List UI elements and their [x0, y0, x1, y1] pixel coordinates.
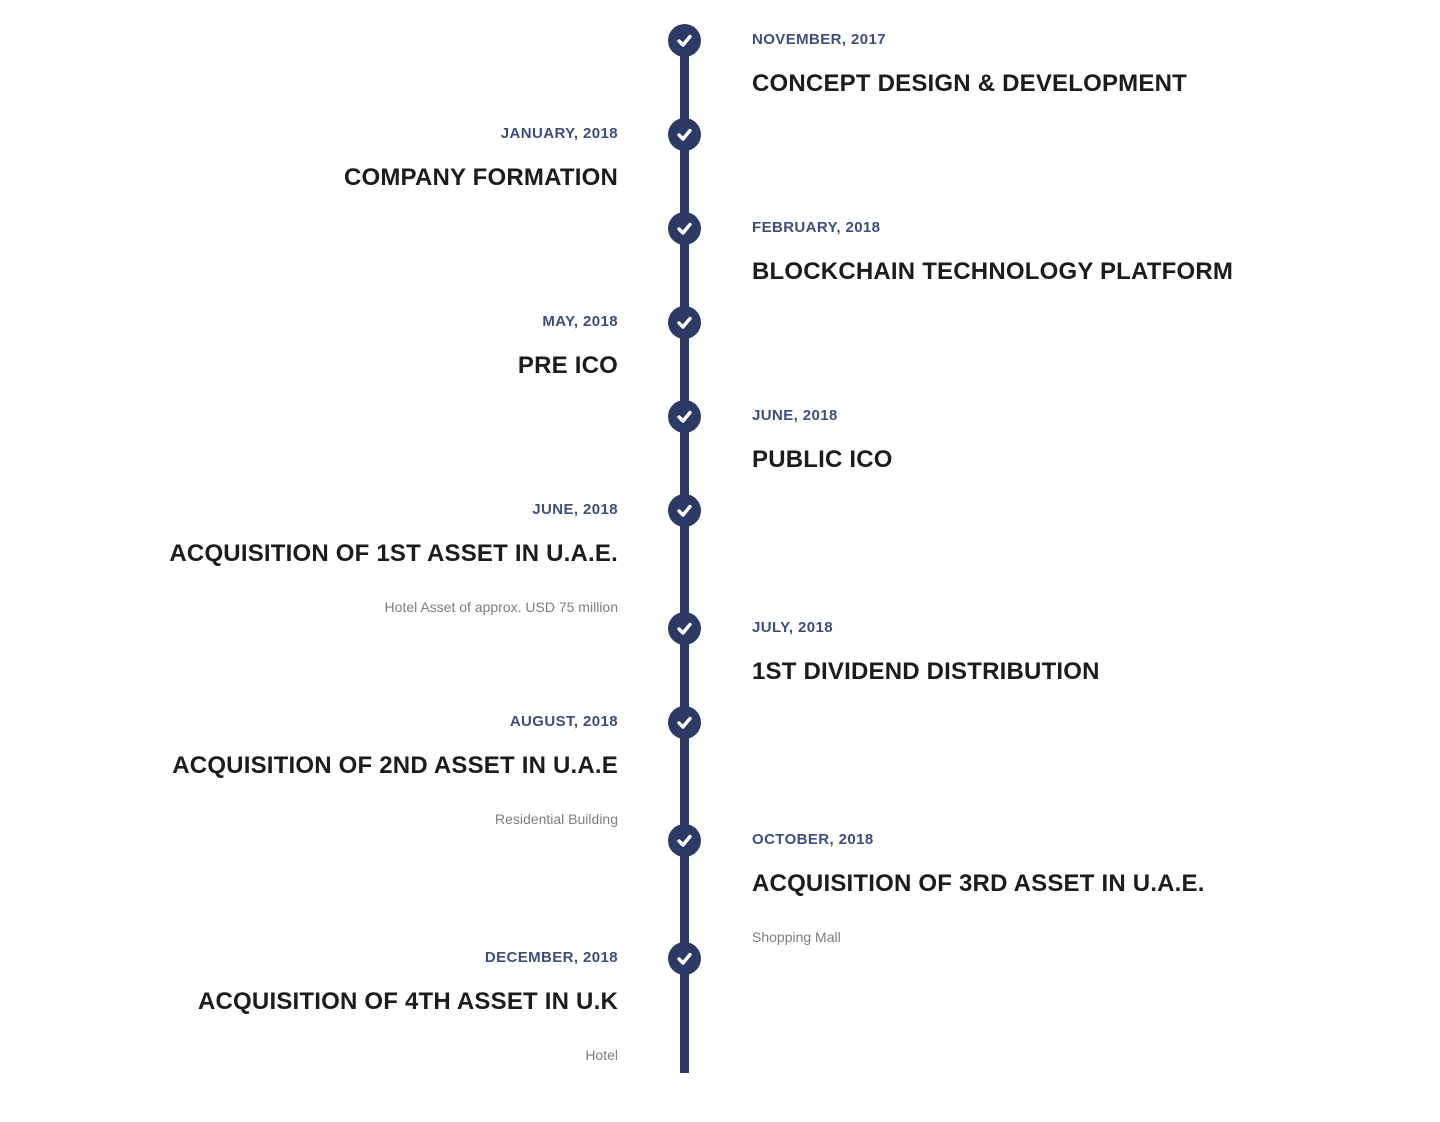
milestone-title: ACQUISITION OF 3RD ASSET IN U.A.E.	[752, 870, 1205, 897]
milestone-check-badge	[668, 24, 701, 57]
milestone-description: Hotel Asset of approx. USD 75 million	[384, 599, 618, 615]
timeline-line	[680, 40, 689, 1073]
milestone-title: 1ST DIVIDEND DISTRIBUTION	[752, 658, 1100, 685]
milestone-check-badge	[668, 118, 701, 151]
milestone-date: AUGUST, 2018	[509, 713, 618, 730]
milestone-title: PRE ICO	[517, 352, 618, 379]
check-icon	[677, 622, 692, 635]
milestone-title: ACQUISITION OF 2ND ASSET IN U.A.E	[172, 752, 618, 779]
milestone-description: Hotel	[585, 1047, 618, 1063]
milestone-check-badge	[668, 212, 701, 245]
milestone-date: DECEMBER, 2018	[484, 949, 618, 966]
check-icon	[677, 834, 692, 847]
check-icon	[677, 128, 692, 141]
milestone-title: CONCEPT DESIGN & DEVELOPMENT	[752, 70, 1187, 97]
milestone-check-badge	[668, 400, 701, 433]
check-icon	[677, 34, 692, 47]
milestone-check-badge	[668, 612, 701, 645]
milestone-date: JULY, 2018	[752, 619, 834, 636]
milestone-date: MAY, 2018	[542, 313, 618, 330]
milestone-date: NOVEMBER, 2017	[752, 31, 886, 48]
check-icon	[677, 952, 692, 965]
milestone-date: JUNE, 2018	[532, 501, 618, 518]
check-icon	[677, 316, 692, 329]
milestone-title: PUBLIC ICO	[752, 446, 893, 473]
milestone-date: OCTOBER, 2018	[752, 831, 874, 848]
milestone-check-badge	[668, 706, 701, 739]
timeline-item: JULY, 2018 1ST DIVIDEND DISTRIBUTION	[752, 618, 1372, 687]
check-icon	[677, 222, 692, 235]
milestone-check-badge	[668, 824, 701, 857]
milestone-check-badge	[668, 494, 701, 527]
milestone-description: Residential Building	[495, 811, 618, 827]
check-icon	[677, 504, 692, 517]
check-icon	[677, 410, 692, 423]
milestone-check-badge	[668, 942, 701, 975]
check-icon	[677, 716, 692, 729]
milestone-date: JUNE, 2018	[752, 407, 838, 424]
milestone-date: JANUARY, 2018	[500, 125, 618, 142]
milestone-title: ACQUISITION OF 1ST ASSET IN U.A.E.	[169, 540, 618, 567]
milestone-title: ACQUISITION OF 4TH ASSET IN U.K	[197, 988, 618, 1015]
milestone-date: FEBRUARY, 2018	[752, 219, 881, 236]
milestone-check-badge	[668, 306, 701, 339]
milestone-title: BLOCKCHAIN TECHNOLOGY PLATFORM	[752, 258, 1234, 285]
milestone-title: COMPANY FORMATION	[343, 164, 618, 191]
milestone-description: Shopping Mall	[752, 929, 841, 945]
